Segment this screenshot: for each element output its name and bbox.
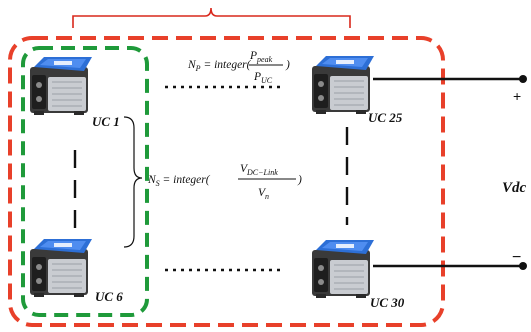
svg-text:): ) [285, 59, 290, 71]
svg-text:PUC: PUC [253, 71, 273, 85]
positive-sign: + [513, 88, 521, 104]
svg-text:NP = integer(: NP = integer( [187, 59, 252, 73]
bank-outer-border [8, 36, 445, 327]
positive-terminal [519, 75, 527, 83]
uc25-label: UC 25 [368, 110, 403, 125]
negative-sign: − [512, 249, 521, 266]
parallel-count-equation: NP = integer( Ppeak PUC ) [187, 50, 290, 85]
svg-text:): ) [297, 174, 302, 186]
svg-text:NS = integer(: NS = integer( [147, 174, 211, 188]
uc6-label: UC 6 [95, 289, 123, 304]
svg-text:VDC−Link: VDC−Link [240, 163, 278, 177]
negative-terminal [519, 262, 527, 270]
svg-text:Ppeak: Ppeak [249, 50, 273, 64]
vdc-label: Vdc [502, 180, 527, 196]
series-brace [123, 116, 143, 248]
uc-module-1 [29, 56, 93, 116]
uc-module-25 [311, 55, 375, 115]
uc1-label: UC 1 [92, 114, 120, 129]
uc-module-30 [311, 239, 375, 299]
svg-text:Vn: Vn [258, 187, 269, 201]
uc30-label: UC 30 [370, 295, 405, 310]
series-count-equation: NS = integer( VDC−Link Vn ) [147, 163, 302, 201]
uc-module-6 [29, 238, 93, 298]
series-string-border [21, 46, 149, 317]
top-brace [72, 7, 351, 28]
